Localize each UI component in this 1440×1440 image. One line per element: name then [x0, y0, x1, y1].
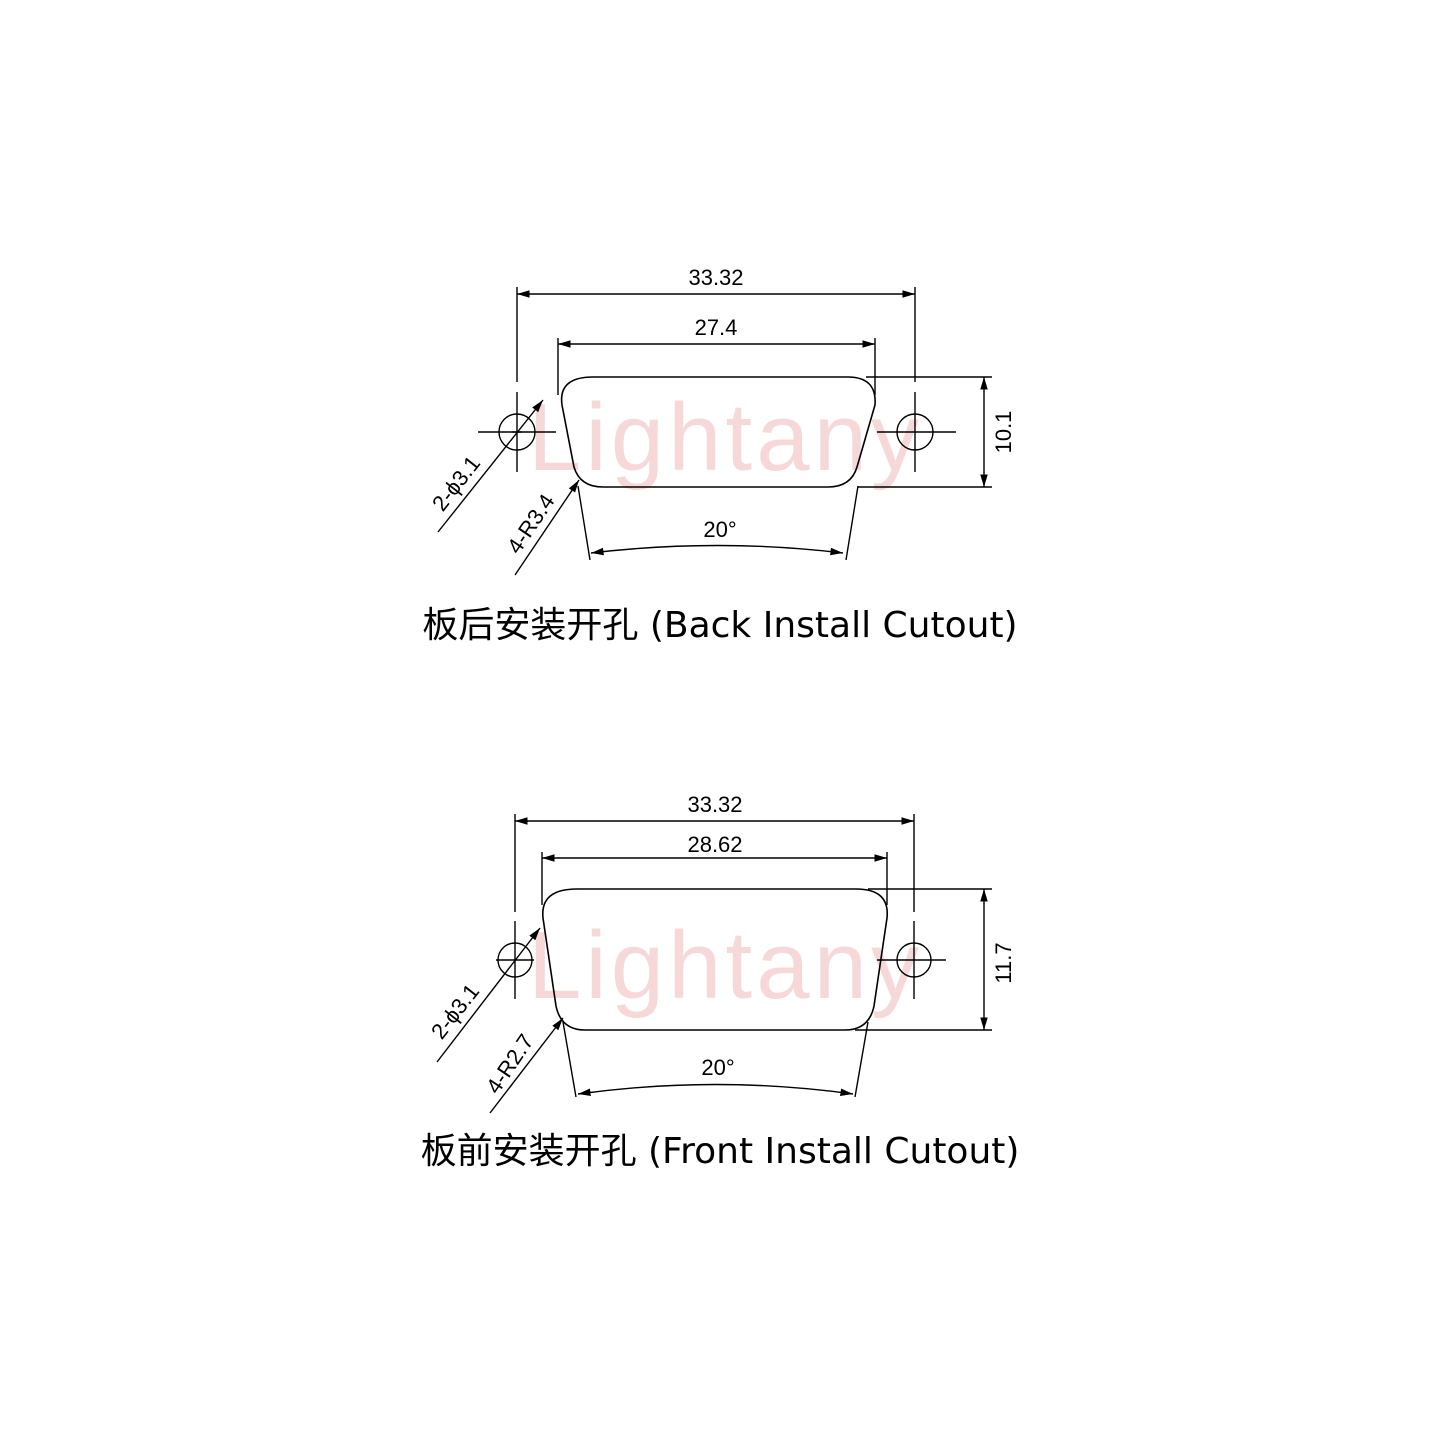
front-height-label: 11.7: [991, 942, 1016, 983]
back-watermark: Lightany: [528, 384, 923, 491]
front-angle-arc: [577, 1083, 854, 1097]
front-angle-label: 20°: [701, 1055, 734, 1080]
front-overall-label: 33.32: [687, 792, 742, 817]
back-overall-label: 33.32: [688, 265, 743, 290]
back-angle-arc: [590, 544, 844, 556]
front-cutout-diagram: Lightany 33.32 28.62 11.7: [421, 792, 1020, 1172]
front-right-hole: [877, 921, 946, 999]
front-watermark: Lightany: [528, 912, 923, 1019]
front-cutout-width-label: 28.62: [687, 832, 742, 857]
back-title: 板后安装开孔 (Back Install Cutout): [422, 605, 1017, 646]
front-cutout-outline: [542, 888, 888, 1031]
back-height-label: 10.1: [991, 411, 1016, 454]
back-hole-leader: [437, 399, 544, 533]
front-title: 板前安装开孔 (Front Install Cutout): [421, 1131, 1020, 1172]
back-cutout-outline: [560, 376, 876, 488]
back-right-hole: [877, 392, 956, 472]
back-angle-label: 20°: [703, 517, 736, 542]
front-hole-leader: [436, 927, 541, 1063]
back-cutout-diagram: Lightany 33.32 27.4 10.1: [422, 265, 1017, 646]
back-cutout-width-label: 27.4: [695, 315, 738, 340]
back-radius-leader: [514, 479, 580, 576]
back-radius-label: 4-R3.4: [502, 489, 560, 558]
front-radius-leader: [489, 1017, 564, 1114]
